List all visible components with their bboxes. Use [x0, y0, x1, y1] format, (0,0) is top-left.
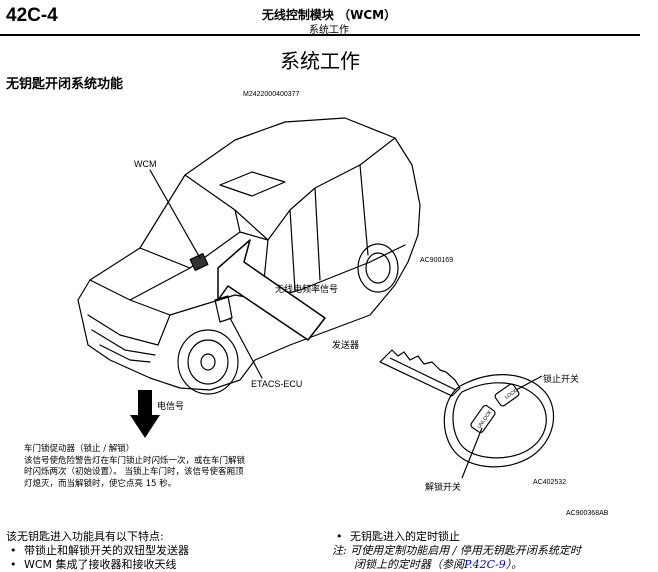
figure-code-overall: AC900368AB [566, 510, 608, 517]
feature-item: 无钥匙进入的定时锁止 [332, 530, 581, 544]
label-electric-signal: 电信号 [157, 399, 184, 412]
customize-note-line2: 闭锁上的定时器（参阅P.42C-9）。 [332, 558, 581, 572]
figure-code-car: AC900169 [420, 257, 453, 264]
label-unlock-switch: 解锁开关 [425, 480, 461, 493]
note-text-2: 闭锁上的定时器（参阅 [354, 558, 464, 571]
car-sunroof [220, 172, 285, 196]
feature-item: WCM 集成了接收器和接收天线 [6, 558, 189, 572]
feature-item-text: 带锁止和解锁开关的双钮型发送器 [24, 544, 189, 557]
customize-note: 注: 可使用定制功能启用 / 停用无钥匙开闭系统定时 [332, 544, 581, 558]
label-transmitter: 发送器 [332, 338, 359, 351]
note-line: 车门锁促动器（锁止 / 解锁） [24, 444, 314, 456]
car-hood [90, 268, 190, 300]
label-etacs-ecu: ETACS-ECU [251, 379, 302, 389]
key-fob [380, 350, 554, 478]
features-intro: 该无钥匙进入功能具有以下特点: [6, 530, 189, 544]
label-wcm: WCM [134, 159, 157, 169]
page-reference-link[interactable]: P.42C-9 [464, 558, 506, 571]
note-line: 时闪烁两次（初始设置）。 当锁上车门时，该信号使客厢顶 [24, 467, 314, 479]
key-body [444, 375, 553, 467]
car-rear-wheel [358, 244, 398, 292]
note-suffix: ）。 [506, 558, 523, 571]
note-prefix: 注: [332, 544, 347, 557]
label-lock-switch: 锁止开关 [543, 372, 579, 385]
actuator-note: 车门锁促动器（锁止 / 解锁） 该信号使危险警告灯在车门锁止时闪烁一次，或在车门… [24, 444, 314, 490]
note-line: 该信号使危险警告灯在车门锁止时闪烁一次，或在车门解锁 [24, 456, 314, 468]
figure-code-key: AC402532 [533, 479, 566, 486]
electric-signal-arrow [130, 390, 160, 438]
note-line: 灯熄灭，而当解锁时，使它点亮 15 秒。 [24, 479, 314, 491]
note-text: 可使用定制功能启用 / 停用无钥匙开闭系统定时 [350, 544, 581, 557]
car-grille [88, 315, 158, 345]
feature-item-text: 无钥匙进入的定时锁止 [350, 530, 460, 543]
label-rf-signal: 无线电频率信号 [275, 282, 338, 295]
feature-item-text: WCM 集成了接收器和接收天线 [24, 558, 177, 571]
feature-item: 带锁止和解锁开关的双钮型发送器 [6, 544, 189, 558]
